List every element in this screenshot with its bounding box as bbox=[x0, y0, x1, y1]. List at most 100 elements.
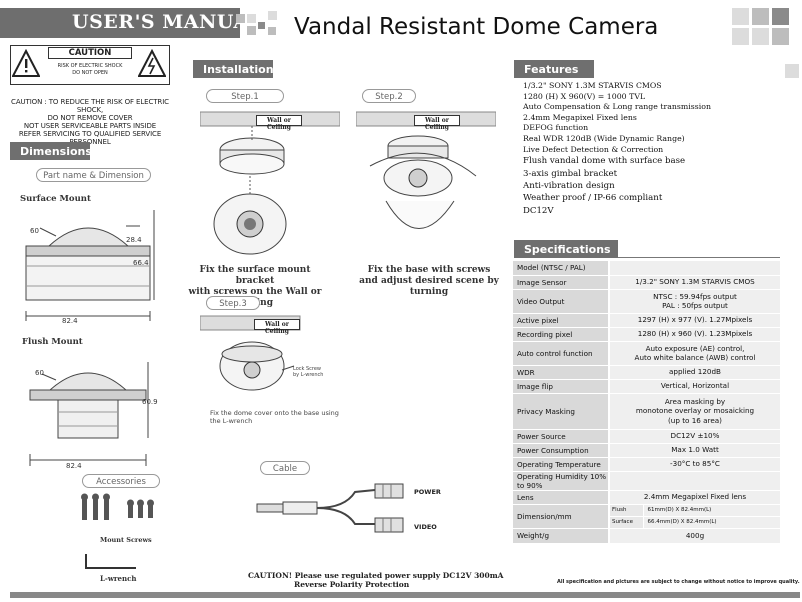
power-label: POWER bbox=[414, 488, 441, 496]
video-label: VIDEO bbox=[414, 523, 437, 531]
features-list: 1/3.2" SONY 1.3M STARVIS CMOS 1280 (H) X… bbox=[523, 81, 793, 217]
specifications-tab: Specifications bbox=[514, 240, 618, 258]
spec-key: WDR bbox=[513, 365, 610, 380]
caution-title: CAUTION bbox=[48, 47, 132, 59]
feature-item: 1/3.2" SONY 1.3M STARVIS CMOS bbox=[523, 81, 662, 90]
dimensions-tab: Dimensions bbox=[10, 142, 92, 160]
step3-pill: Step.3 bbox=[206, 296, 260, 310]
decor-square bbox=[772, 28, 789, 45]
step1-drawing bbox=[200, 111, 340, 255]
spec-value: NTSC : 59.94fps output PAL : 50fps outpu… bbox=[609, 289, 780, 314]
decor-square bbox=[752, 8, 769, 25]
surface-mount-label: Surface Mount bbox=[20, 194, 91, 204]
dim-60-9: 60.9 bbox=[142, 398, 158, 406]
decor-square bbox=[732, 28, 749, 45]
spec-value: 1297 (H) x 977 (V). 1.27Mpixels bbox=[609, 313, 780, 328]
footer-bar bbox=[10, 592, 800, 598]
feature-item: Real WDR 120dB (Wide Dynamic Range) bbox=[523, 133, 685, 143]
surface-mount-drawing bbox=[25, 210, 155, 321]
spec-divider bbox=[618, 257, 780, 258]
dim-82-4: 82.4 bbox=[66, 462, 82, 470]
decor-square bbox=[268, 27, 276, 35]
spec-key: Lens bbox=[513, 490, 610, 505]
spec-value: 400g bbox=[609, 528, 780, 544]
spec-value: -30°C to 85°C bbox=[609, 457, 780, 472]
step1-ceiling-label: Wall or Ceiling bbox=[256, 115, 302, 131]
step2-pill: Step.2 bbox=[362, 89, 416, 103]
spec-key: Image Sensor bbox=[513, 275, 610, 290]
feature-item: 2.4mm Megapixel Fixed lens bbox=[523, 112, 637, 122]
footer-note: All specification and pictures are subje… bbox=[557, 579, 800, 585]
spec-key: Image flip bbox=[513, 379, 610, 394]
flush-value: 61mm(D) X 82.4mm(L) bbox=[643, 504, 780, 517]
accessories-drawing bbox=[81, 493, 154, 569]
decor-square bbox=[785, 64, 799, 78]
mount-screws-label: Mount Screws bbox=[100, 536, 152, 544]
spec-key: Model (NTSC / PAL) bbox=[513, 261, 610, 276]
dim-60: 60 bbox=[35, 369, 44, 377]
dim-28-4: 28.4 bbox=[126, 236, 142, 244]
step3-ceiling-label: Wall or Ceiling bbox=[254, 319, 300, 335]
decor-square bbox=[258, 22, 265, 29]
feature-item: 3-axis gimbal bracket bbox=[523, 168, 618, 179]
spec-key: Operating Humidity 10% to 90% bbox=[513, 471, 610, 491]
decor-square bbox=[268, 11, 277, 20]
spec-value: 2.4mm Megapixel Fixed lens bbox=[609, 490, 780, 505]
dim-66-4: 66.4 bbox=[133, 259, 149, 267]
spec-value bbox=[609, 471, 780, 491]
spec-value: Auto exposure (AE) control, Auto white b… bbox=[609, 341, 780, 366]
spec-key: Video Output bbox=[513, 289, 610, 314]
feature-item: DC12V bbox=[523, 205, 554, 216]
feature-item: 1280 (H) X 960(V) = 1000 TVL bbox=[523, 91, 646, 101]
flush-label: Flush bbox=[609, 504, 644, 517]
spec-key: Privacy Masking bbox=[513, 393, 610, 430]
dim-82-4: 82.4 bbox=[62, 317, 78, 325]
caution-text: CAUTION : TO REDUCE THE RISK OF ELECTRIC… bbox=[11, 98, 169, 146]
spec-row: Operating Temperature-30°C to 85°C bbox=[513, 457, 780, 472]
surface-value: 66.4mm(D) X 82.4mm(L) bbox=[643, 516, 780, 529]
feature-item: Live Defect Detection & Correction bbox=[523, 144, 664, 154]
manual-banner-text: USER'S MANUAL bbox=[72, 11, 263, 33]
feature-item: Flush vandal dome with surface base bbox=[523, 156, 686, 167]
header-banner bbox=[0, 8, 240, 38]
spec-key: Active pixel bbox=[513, 313, 610, 328]
spec-value: 1/3.2" SONY 1.3M STARVIS CMOS bbox=[609, 275, 780, 290]
decor-square bbox=[752, 28, 769, 45]
spec-row: Operating Humidity 10% to 90% bbox=[513, 471, 780, 491]
spec-value: DC12V ±10% bbox=[609, 429, 780, 444]
dim-60: 60 bbox=[30, 227, 39, 235]
spec-key: Operating Temperature bbox=[513, 457, 610, 472]
feature-item: DEFOG function bbox=[523, 123, 589, 133]
decor-square bbox=[247, 14, 256, 23]
spec-value: Vertical, Horizontal bbox=[609, 379, 780, 394]
spec-key: Weight/g bbox=[513, 528, 610, 544]
spec-row: Model (NTSC / PAL) bbox=[513, 261, 780, 276]
decor-square bbox=[247, 26, 256, 35]
l-wrench-label: L-wrench bbox=[100, 574, 137, 583]
spec-value: applied 120dB bbox=[609, 365, 780, 380]
caution-box bbox=[10, 45, 170, 85]
decor-square bbox=[732, 8, 749, 25]
flush-mount-label: Flush Mount bbox=[22, 337, 83, 347]
step2-ceiling-label: Wall or Ceiling bbox=[414, 115, 460, 131]
spec-value: Area masking by monotone overlay or mosa… bbox=[609, 393, 780, 430]
power-caution: CAUTION! Please use regulated power supp… bbox=[248, 571, 504, 589]
decor-square bbox=[772, 8, 789, 25]
feature-item: Auto Compensation & Long range transmiss… bbox=[523, 102, 712, 112]
